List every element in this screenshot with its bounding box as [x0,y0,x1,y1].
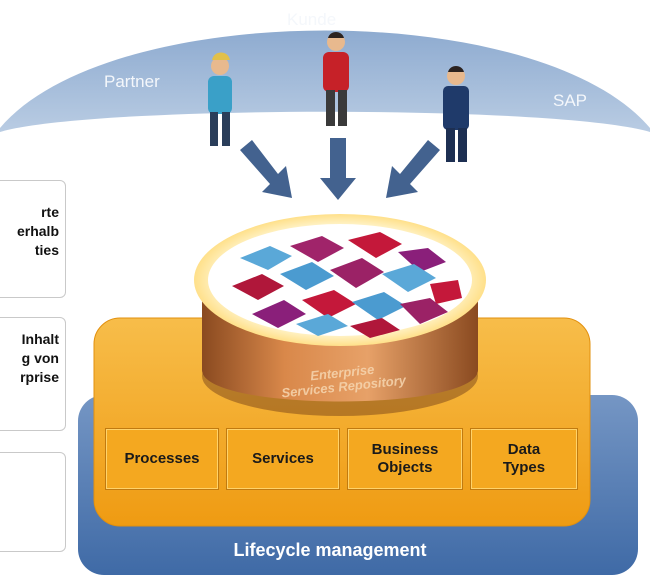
left-text-box-2: Inhalt g von rprise [0,317,66,431]
arrow-sap [386,140,440,198]
role-label-partner: Partner [104,72,160,91]
category-business-objects: Business Objects [347,428,463,490]
category-services-label: Services [252,450,314,467]
left-box-1-line-3: ties [34,242,59,258]
arrow-customer [320,138,356,200]
left-text-box-3 [0,452,66,552]
category-services: Services [226,428,340,490]
category-data-types-line-2: Types [502,459,546,476]
repository-tiles [232,232,462,338]
category-business-objects-line-2: Objects [377,459,433,476]
user-dome [0,0,650,128]
left-text-box-1: rte erhalb ties [0,180,66,298]
arrow-partner [240,140,292,198]
customer-figure [323,32,349,126]
role-label-kunde: Kunde [287,10,337,29]
category-processes-label: Processes [124,450,200,467]
role-label-sap: SAP [553,91,588,110]
left-box-1-line-1: rte [41,204,59,220]
category-processes: Processes [105,428,219,490]
category-data-types: Data Types [470,428,578,490]
category-business-objects-line-1: Business [371,441,439,458]
left-box-1-line-2: erhalb [16,223,59,239]
left-box-2-line-3: rprise [20,369,59,385]
partner-figure [208,52,232,146]
left-box-2-line-2: g von [21,350,59,366]
sap-figure [443,66,469,162]
left-box-2-line-1: Inhalt [21,331,59,347]
lifecycle-management-label: Lifecycle management [233,540,427,560]
category-data-types-line-1: Data [507,441,541,458]
